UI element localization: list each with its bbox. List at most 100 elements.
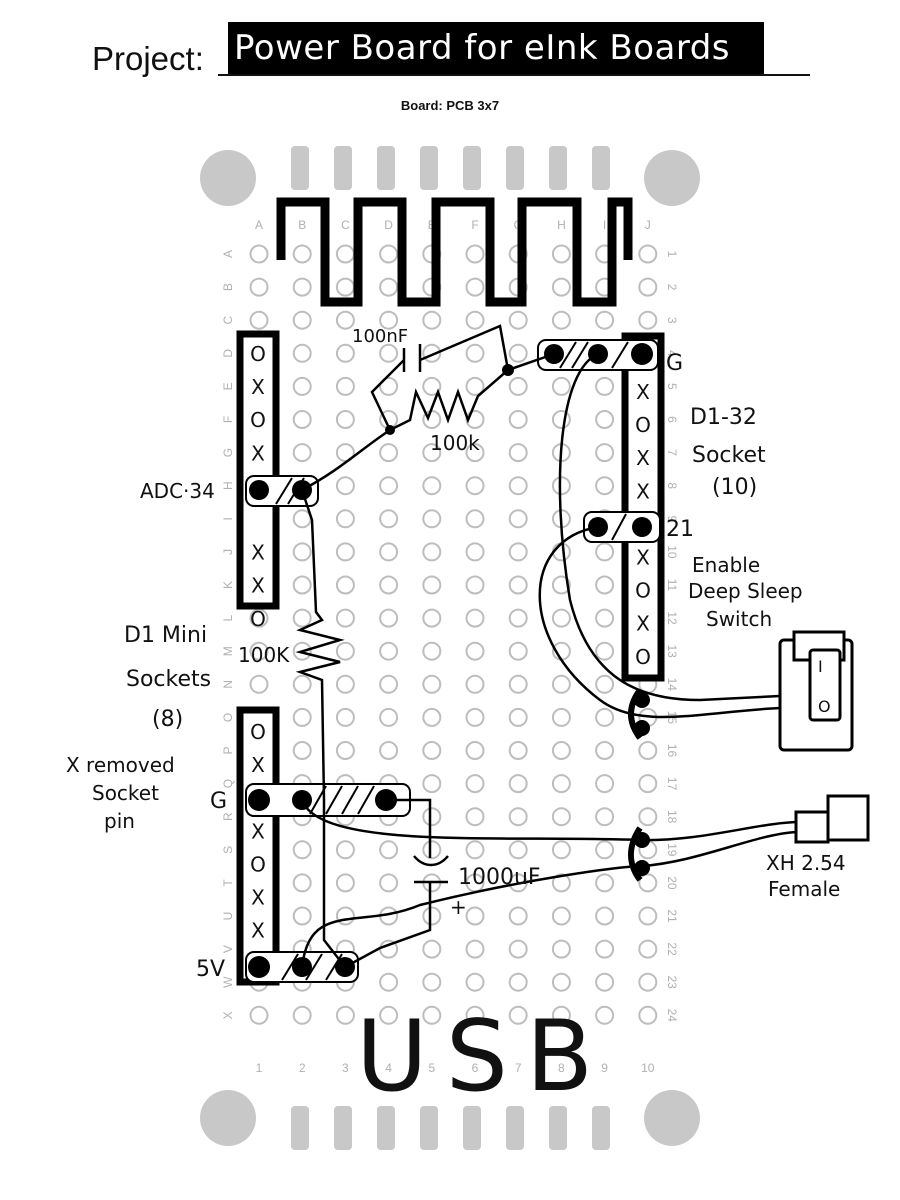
board-label: Board: PCB 3x7	[400, 98, 500, 113]
label-g-top: G	[666, 351, 683, 376]
edge-finger	[420, 1106, 438, 1150]
pcb-hole	[638, 774, 658, 794]
pcb-hole	[379, 509, 399, 529]
edge-finger	[592, 146, 610, 190]
pcb-hole	[595, 840, 615, 860]
pcb-hole	[465, 244, 485, 264]
pcb-hole	[508, 343, 528, 363]
row-letter: M	[221, 646, 235, 656]
pcb-hole	[595, 542, 615, 562]
pcb-hole	[422, 608, 442, 628]
pcb-hole	[551, 376, 571, 396]
pcb-hole	[335, 343, 355, 363]
column-number: 5	[428, 1061, 435, 1075]
column-number: 7	[515, 1061, 522, 1075]
row-number: 24	[665, 1009, 679, 1023]
pcb-hole	[551, 807, 571, 827]
pcb-hole	[422, 707, 442, 727]
pcb-hole	[292, 542, 312, 562]
pcb-hole	[551, 542, 571, 562]
pcb-hole	[508, 807, 528, 827]
socket-pin-mark: X	[251, 375, 265, 399]
row-number: 18	[665, 810, 679, 824]
pcb-hole	[292, 741, 312, 760]
row-letter: H	[221, 481, 235, 490]
label-deep-sleep: Deep Sleep	[688, 579, 803, 603]
xh-body	[826, 794, 870, 842]
column-number: 1	[256, 1061, 263, 1075]
pcb-hole	[595, 939, 615, 959]
mounting-hole	[200, 1090, 256, 1146]
pcb-hole	[638, 741, 658, 760]
pcb-hole	[595, 608, 615, 628]
pcb-hole	[335, 575, 355, 595]
pcb-hole	[335, 542, 355, 562]
pcb-hole	[292, 310, 312, 330]
pcb-hole	[422, 840, 442, 860]
mounting-hole	[644, 1090, 700, 1146]
pcb-hole	[335, 840, 355, 860]
pcb-hole	[508, 906, 528, 926]
pcb-hole	[379, 310, 399, 330]
pcb-hole	[465, 972, 485, 992]
pcb-hole	[249, 244, 269, 264]
pcb-hole	[551, 476, 571, 496]
pcb-hole	[335, 410, 355, 429]
row-number: 7	[665, 449, 679, 456]
pcb-hole	[292, 1005, 312, 1025]
socket-pin-mark: O	[635, 413, 651, 437]
pcb-hole	[595, 972, 615, 992]
antenna-trace	[276, 197, 633, 307]
pcb-hole	[335, 707, 355, 727]
pcb-hole	[422, 641, 442, 661]
pcb-hole	[292, 343, 312, 363]
pcb-hole	[292, 674, 312, 694]
socket-top-left: OXOXXXXO	[236, 330, 280, 631]
row-letter: I	[221, 517, 235, 520]
row-number: 6	[665, 416, 679, 423]
annotations: 100nF 100k ADC·34 G D1-32 Socket (10) 21…	[66, 326, 846, 1114]
pcb-hole	[551, 873, 571, 893]
pcb-hole	[335, 310, 355, 330]
label-pin: pin	[104, 809, 135, 833]
row-number: 10	[665, 545, 679, 559]
row-letter: G	[221, 448, 235, 457]
pcb-hole	[379, 343, 399, 363]
socket-pin-mark: X	[251, 574, 265, 598]
pcb-hole	[595, 476, 615, 496]
pcb-hole	[465, 443, 485, 463]
pcb-hole	[249, 608, 269, 628]
switch-rocker	[808, 648, 842, 722]
pcb-hole	[422, 575, 442, 595]
row-number: 12	[665, 611, 679, 625]
row-number: 14	[665, 678, 679, 692]
pcb-hole	[551, 674, 571, 694]
socket-pin-mark: O	[250, 852, 266, 876]
pcb-hole	[422, 741, 442, 760]
pcb-hole	[638, 873, 658, 893]
socket-pin-mark: X	[251, 753, 265, 777]
row-letter: S	[221, 846, 235, 854]
pcb-hole	[292, 840, 312, 860]
pcb-hole	[379, 476, 399, 496]
pcb-hole	[551, 608, 571, 628]
socket-pin-mark: O	[635, 579, 651, 603]
socket-pin-mark: X	[251, 441, 265, 465]
edge-finger	[291, 146, 309, 190]
mounting-hole	[200, 150, 256, 206]
socket-pin-mark: X	[636, 479, 650, 503]
pcb-hole	[379, 575, 399, 595]
label-socket: Socket	[92, 781, 159, 805]
edge-finger	[420, 146, 438, 190]
pcb-hole	[595, 1005, 615, 1025]
column-letter: I	[603, 218, 606, 232]
row-letter: F	[221, 416, 235, 423]
socket-pin-mark: X	[636, 380, 650, 404]
pcb-hole	[508, 1005, 528, 1025]
wires	[295, 324, 801, 969]
edge-finger	[334, 1106, 352, 1150]
socket-pin-mark: X	[251, 541, 265, 565]
label-adc: ADC·34	[140, 479, 215, 503]
